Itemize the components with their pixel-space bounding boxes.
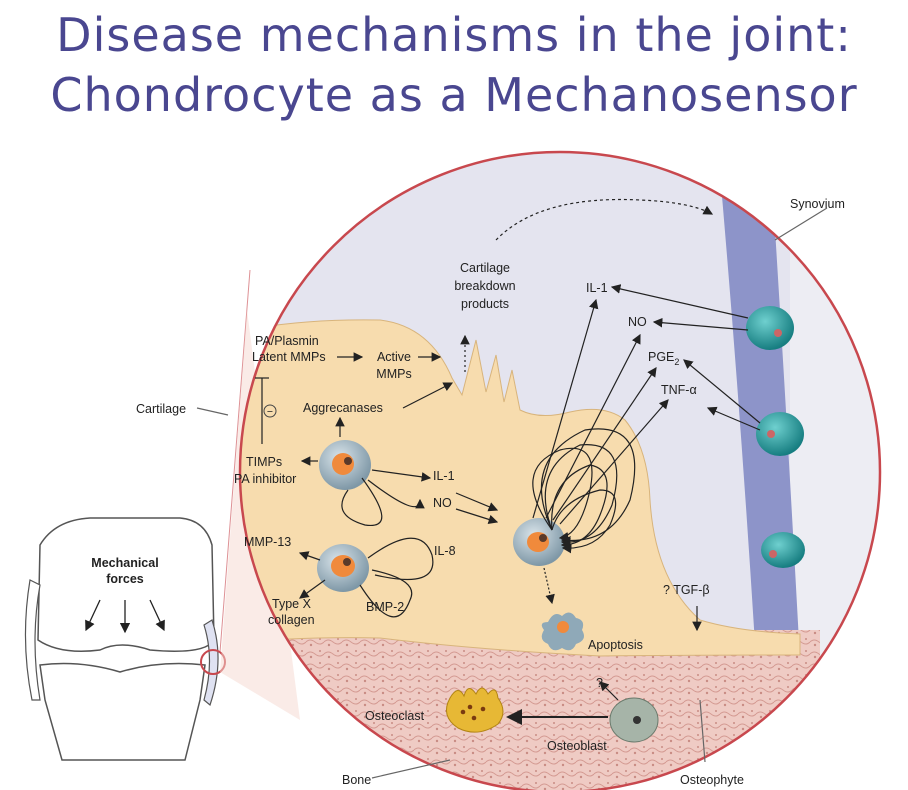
label-il8: IL-8 (434, 544, 456, 558)
chondrocyte-1 (319, 440, 371, 490)
osteoclast-cell (446, 688, 503, 732)
minus-sign: − (267, 406, 273, 418)
label-aggrecanases: Aggrecanases (303, 401, 383, 415)
label-type-x-1: Type X (272, 597, 312, 611)
label-pa-plasmin: PA/Plasmin (255, 334, 319, 348)
label-bmp2: BMP-2 (366, 600, 404, 614)
label-no-top: NO (628, 315, 647, 329)
label-tnf: TNF-α (661, 383, 697, 397)
label-bone: Bone (342, 773, 371, 787)
knee-schematic (25, 518, 225, 760)
synovial-cell-3 (761, 532, 805, 568)
label-cartilage-breakdown-3: products (461, 297, 509, 311)
label-tgf: ? TGF-β (663, 583, 710, 597)
zoom-circle-content (200, 130, 908, 790)
synovial-cell-1 (746, 306, 794, 350)
label-no-mid: NO (433, 496, 452, 510)
label-active-2: MMPs (376, 367, 411, 381)
label-il1-mid: IL-1 (433, 469, 455, 483)
label-cartilage: Cartilage (136, 402, 186, 416)
chondrocyte-2 (317, 544, 369, 592)
label-mmp13: MMP-13 (244, 535, 291, 549)
chondrocyte-3 (513, 518, 565, 566)
label-forces: forces (106, 572, 144, 586)
label-type-x-2: collagen (268, 613, 315, 627)
label-cartilage-breakdown-2: breakdown (454, 279, 515, 293)
label-timps: TIMPs (246, 455, 282, 469)
label-pa-inhibitor: PA inhibitor (234, 472, 296, 486)
label-osteoblast: Osteoblast (547, 739, 607, 753)
synovial-cell-2 (756, 412, 804, 456)
label-cartilage-breakdown-1: Cartilage (460, 261, 510, 275)
label-synovium: Synovium (790, 197, 845, 211)
label-question: ? (596, 676, 603, 690)
label-active-1: Active (377, 350, 411, 364)
label-osteophyte: Osteophyte (680, 773, 744, 787)
label-il1-top: IL-1 (586, 281, 608, 295)
label-apoptosis: Apoptosis (588, 638, 643, 652)
label-osteoclast: Osteoclast (365, 709, 425, 723)
osteoblast-cell (610, 698, 658, 742)
label-latent-mmps: Latent MMPs (252, 350, 326, 364)
label-mechanical: Mechanical (91, 556, 158, 570)
